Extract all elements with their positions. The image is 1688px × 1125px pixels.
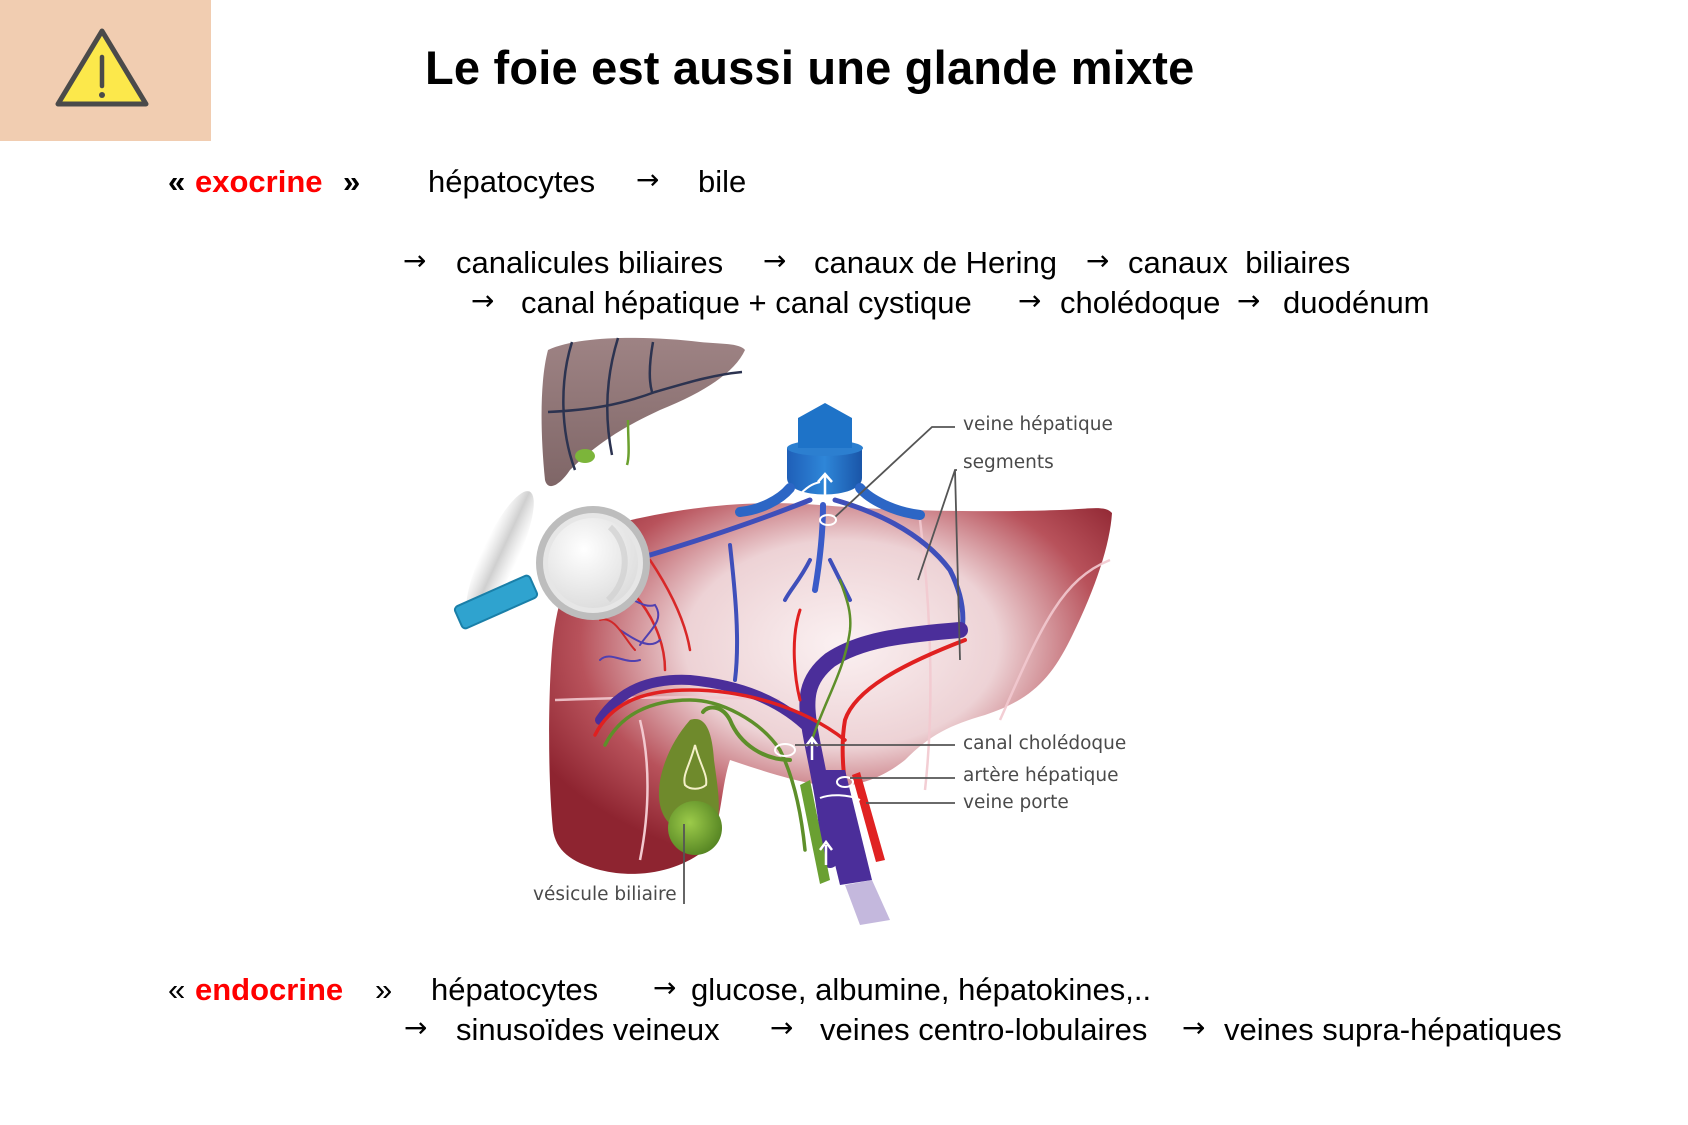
arrow-icon: → — [404, 1011, 428, 1044]
arrow-icon: → — [471, 284, 495, 317]
bile-path-step: cholédoque — [1060, 285, 1221, 320]
endocrine-source: hépatocytes — [431, 972, 599, 1007]
bile-path-step: canal hépatique + canal cystique — [521, 285, 972, 320]
blood-path-step: veines supra-hépatiques — [1224, 1012, 1562, 1047]
magnifier — [453, 506, 650, 630]
leader-lines — [683, 426, 961, 904]
exocrine-term: exocrine — [195, 164, 323, 199]
small-liver-thumbnail — [541, 337, 745, 487]
endocrine-products: glucose, albumine, hépatokines,.. — [691, 972, 1152, 1007]
arrow-icon: → — [1086, 244, 1110, 277]
arrow-icon: → — [403, 244, 427, 277]
label-artere-hepatique: artère hépatique — [963, 765, 1119, 786]
portal-bundle — [774, 735, 890, 925]
gallbladder — [658, 719, 722, 855]
label-vesicule-biliaire: vésicule biliaire — [533, 884, 677, 905]
endocrine-term: endocrine — [195, 972, 344, 1007]
endocrine-open-quote: « — [168, 972, 186, 1007]
bile-path-step: canaux biliaires — [1128, 245, 1351, 280]
arrow-icon: → — [770, 1011, 794, 1044]
bile-path-step: canalicules biliaires — [456, 245, 724, 280]
page-title: Le foie est aussi une glande mixte — [425, 41, 1195, 94]
warning-box — [0, 0, 211, 141]
exocrine-product: bile — [698, 164, 747, 199]
exocrine-open-quote: « — [168, 164, 186, 199]
warning-triangle-icon — [55, 28, 149, 107]
exocrine-close-quote: » — [343, 164, 361, 199]
label-canal-choledoque: canal cholédoque — [963, 733, 1127, 754]
label-segments: segments — [963, 452, 1054, 473]
arrow-icon: → — [1237, 284, 1261, 317]
bile-path-step: duodénum — [1283, 285, 1430, 320]
bile-path-step: canaux de Hering — [814, 245, 1057, 280]
exocrine-source: hépatocytes — [428, 164, 596, 199]
endocrine-close-quote: » — [375, 972, 393, 1007]
arrow-icon: → — [763, 244, 787, 277]
arrow-icon: → — [653, 971, 677, 1004]
arrow-icon: → — [1182, 1011, 1206, 1044]
label-veine-hepatique: veine hépatique — [963, 414, 1113, 435]
blood-path-step: sinusoïdes veineux — [456, 1012, 720, 1047]
inferior-vena-cava — [735, 403, 925, 520]
arrow-icon: → — [1018, 284, 1042, 317]
label-veine-porte: veine porte — [963, 792, 1069, 813]
arrow-icon: → — [636, 163, 660, 196]
blood-path-step: veines centro-lobulaires — [820, 1012, 1148, 1047]
